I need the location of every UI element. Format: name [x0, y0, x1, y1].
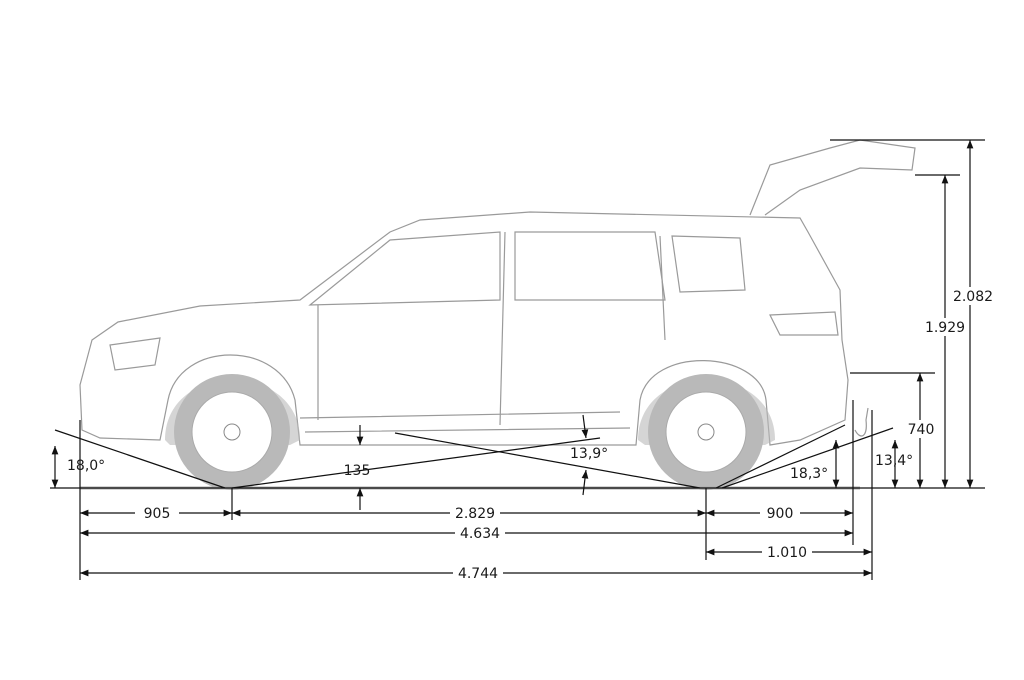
open-tailgate: [749, 139, 916, 216]
headlight: [109, 337, 161, 371]
label-approach-angle: 18,0°: [67, 458, 105, 474]
label-overall-height: 1.929: [925, 320, 965, 336]
car-body-outline: [79, 211, 849, 446]
rear-wheel: [638, 374, 775, 490]
label-rear-overhang-hitch: 1.010: [767, 545, 807, 561]
label-front-overhang: 905: [144, 506, 171, 522]
front-wheel: [165, 374, 300, 490]
label-ground-clearance: 135: [344, 463, 371, 479]
angle-lines: [51, 414, 899, 510]
label-breakover-angle: 13,9°: [570, 446, 608, 462]
car-side-view: [79, 139, 916, 490]
label-tailgate-open-height: 2.082: [953, 289, 993, 305]
sill-line: [299, 411, 631, 433]
door-line: [317, 231, 666, 426]
label-rear-overhang: 900: [767, 506, 794, 522]
label-wheelbase: 2.829: [455, 506, 495, 522]
tow-hitch: [854, 407, 869, 437]
label-overall-length: 4.634: [460, 526, 500, 542]
label-overall-length-hitch: 4.744: [458, 566, 498, 582]
taillight: [769, 311, 839, 336]
label-load-edge-height: 740: [908, 422, 935, 438]
label-departure-angle: 18,3°: [790, 466, 828, 482]
label-departure-angle-hitch: 13,4°: [875, 453, 913, 469]
window-line: [308, 231, 746, 306]
labels: 2.082 1.929 740 18,0° 13,9° 18,3° 13,4° …: [67, 287, 996, 582]
